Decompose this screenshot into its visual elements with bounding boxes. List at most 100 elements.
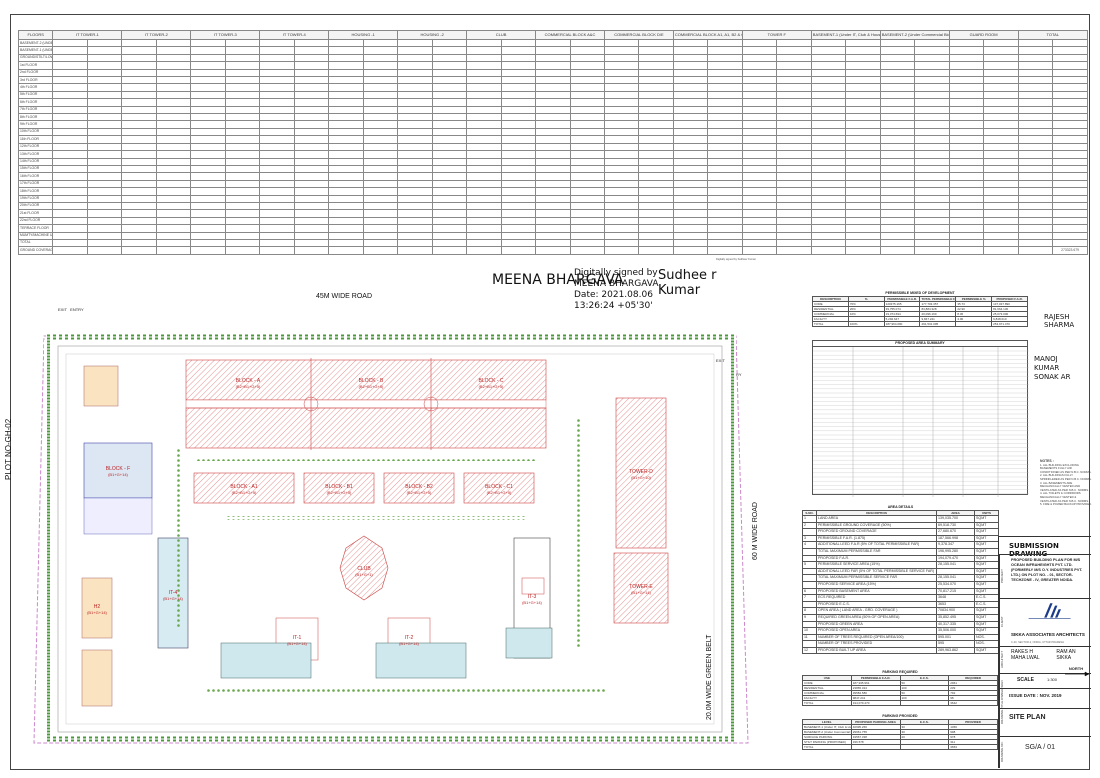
title-block-side-label: DRAWING TITLE	[999, 688, 1007, 736]
note-item: 2. ALL BUILDINGS FULLY SPRINKLERED AS PE…	[1040, 473, 1092, 481]
permissible-header: PROPOSED F.A.R.	[991, 296, 1028, 302]
road-label-top: 45M WIDE ROAD	[316, 293, 373, 300]
note-item: 1. ALL BUILDING EXCLUDING BASEMENTS FULL…	[1040, 462, 1092, 474]
housing-bottom	[81, 649, 113, 707]
area-col-header: IT TOWER-2	[121, 30, 192, 40]
notes-box: NOTES : 1. ALL BUILDING EXCLUDING BASEME…	[1040, 459, 1092, 507]
block-name-label: BLOCK - B1	[325, 484, 353, 490]
block-floors-label: (B2+B1+G+5)	[232, 490, 257, 495]
area-row: BASEMENT-2 (UNDER COMMERCIAL BL.)	[17, 38, 1088, 48]
area-col-header: CLUB	[466, 30, 537, 40]
summary-grid	[813, 347, 1029, 497]
scale-value: 1:300	[1047, 677, 1058, 682]
drawing-sheet	[10, 14, 1090, 770]
issue-date: ISSUE DATE : NOV. 2019	[1009, 693, 1062, 698]
title-block-side-label: DRAWING NO.	[999, 736, 1007, 768]
area-col-header: COMMERCIAL BLOCK D/E	[603, 30, 674, 40]
block-name-label: BLOCK - B2	[405, 484, 433, 490]
block-name-label: IT-1	[293, 635, 302, 641]
inner-road-edge	[65, 353, 715, 725]
green-strip-left	[44, 340, 50, 742]
housing-top	[83, 365, 119, 407]
area-row: 13th FLOOR	[17, 150, 1088, 159]
area-row-label: TOTAL	[17, 238, 54, 248]
area-row-label: 15th FLOOR	[17, 164, 54, 174]
area-col-header: IT TOWER-3	[190, 30, 261, 40]
permissible-header: PERMISSIBLE F.A.R.	[883, 296, 921, 302]
project-description: PROPOSED BUILDING PLAN FOR M/S OCEAN INF…	[1011, 558, 1083, 582]
club-building	[339, 535, 389, 601]
h2	[81, 577, 113, 639]
small-signature-note: Digitally signed by Sudheer Kumar	[716, 258, 756, 261]
road-label-left: PLOT NO-GH-02	[4, 418, 13, 480]
permissible-header: TOTAL PERMISSIBLE F.A.R.	[919, 296, 957, 302]
area-row-label: 17th FLOOR	[17, 179, 54, 189]
details-row: ADDITIONAL LEED FAR (5% OF TOTAL PERMISS…	[802, 567, 999, 576]
area-row: TOTAL	[17, 238, 1088, 248]
block-floors-label: (B1+G+14)	[163, 596, 183, 601]
block-floors-label: (B1+G+14)	[399, 641, 419, 646]
area-col-header: FLOORS	[17, 30, 54, 40]
block-b2	[383, 472, 455, 504]
title-block: SUBMISSION DRAWING PROPOSED BUILDING PLA…	[998, 536, 1091, 768]
block-floors-label: (B2+B1+G+5)	[327, 490, 352, 495]
area-row: 2nd FLOOR	[17, 68, 1088, 78]
block-f	[83, 442, 153, 499]
area-row-label: 5th FLOOR	[17, 90, 54, 100]
block-name-label: BLOCK - C	[478, 378, 503, 384]
block-name-label: BLOCK - B	[359, 378, 384, 384]
area-row-label: 4th FLOOR	[17, 83, 54, 92]
signature-meena-bhargava: MEENA BHARGAVA	[492, 272, 624, 288]
tower-d	[615, 397, 667, 549]
area-col-header: TOTAL	[1017, 30, 1089, 40]
permissible-mix-table: PERMISSIBLE MIXED OF DEVELOPMENT DESCRIP…	[812, 291, 1028, 327]
firm-name: SIKKA ASSOCIATES ARCHITECTS	[1011, 632, 1085, 637]
block-floors-label: (B2+B1+G+5)	[407, 490, 432, 495]
area-row-label: MUMTY/MACHINE UNIT	[17, 231, 54, 240]
drawing-number: SG/A / 01	[1025, 744, 1055, 751]
sikka-logo-icon	[1028, 603, 1071, 619]
signature-sudheer-kumar: Sudhee r Kumar	[658, 268, 717, 298]
area-row: 19th FLOOR	[17, 194, 1088, 203]
area-row-label: 22nd FLOOR	[17, 216, 54, 226]
block-floors-label: (B1+G+1)	[355, 572, 373, 577]
block-name-label: CLUB	[357, 566, 371, 572]
block-floors-label: (B1+G+14)	[108, 472, 128, 477]
block-a-b-c-bottom	[185, 407, 547, 449]
area-row-label: 10th FLOOR	[17, 127, 54, 137]
site-plan-drawing: BLOCK - A(B2+B1+G+5)BLOCK - B(B2+B1+G+5)…	[16, 298, 796, 748]
block-floors-label: (B1+G+14)	[287, 641, 307, 646]
area-row-label: 6th FLOOR	[17, 98, 54, 107]
area-row: 20th FLOOR	[17, 201, 1088, 211]
area-row-label: GROUND/STILT/LOWER GROUND FLOOR	[17, 53, 54, 63]
area-col-header: COMMERCIAL BLOCK A1, A1, B2 & C1	[672, 30, 743, 40]
area-row: 16th FLOOR	[17, 172, 1088, 181]
site-plan-svg: BLOCK - A(B2+B1+G+5)BLOCK - B(B2+B1+G+5)…	[33, 334, 749, 744]
block-a1	[193, 472, 295, 504]
inner-road	[57, 345, 723, 733]
block-floors-label: (B2+B1+G+5)	[479, 384, 504, 389]
block-floors-label: (B1+G+14)	[87, 610, 107, 615]
title-block-side-label: PROJECT	[999, 554, 1007, 598]
signature-manoj-kumar: MANOJ KUMAR SONAK AR	[1034, 355, 1071, 381]
area-row: BASEMENT-1 (UNDER COMMERCIAL & IT, HOUSI…	[17, 46, 1088, 55]
green-strip-right	[728, 340, 736, 740]
area-row: 21st FLOOR	[17, 209, 1088, 218]
block-a-b-c-top	[185, 359, 547, 401]
